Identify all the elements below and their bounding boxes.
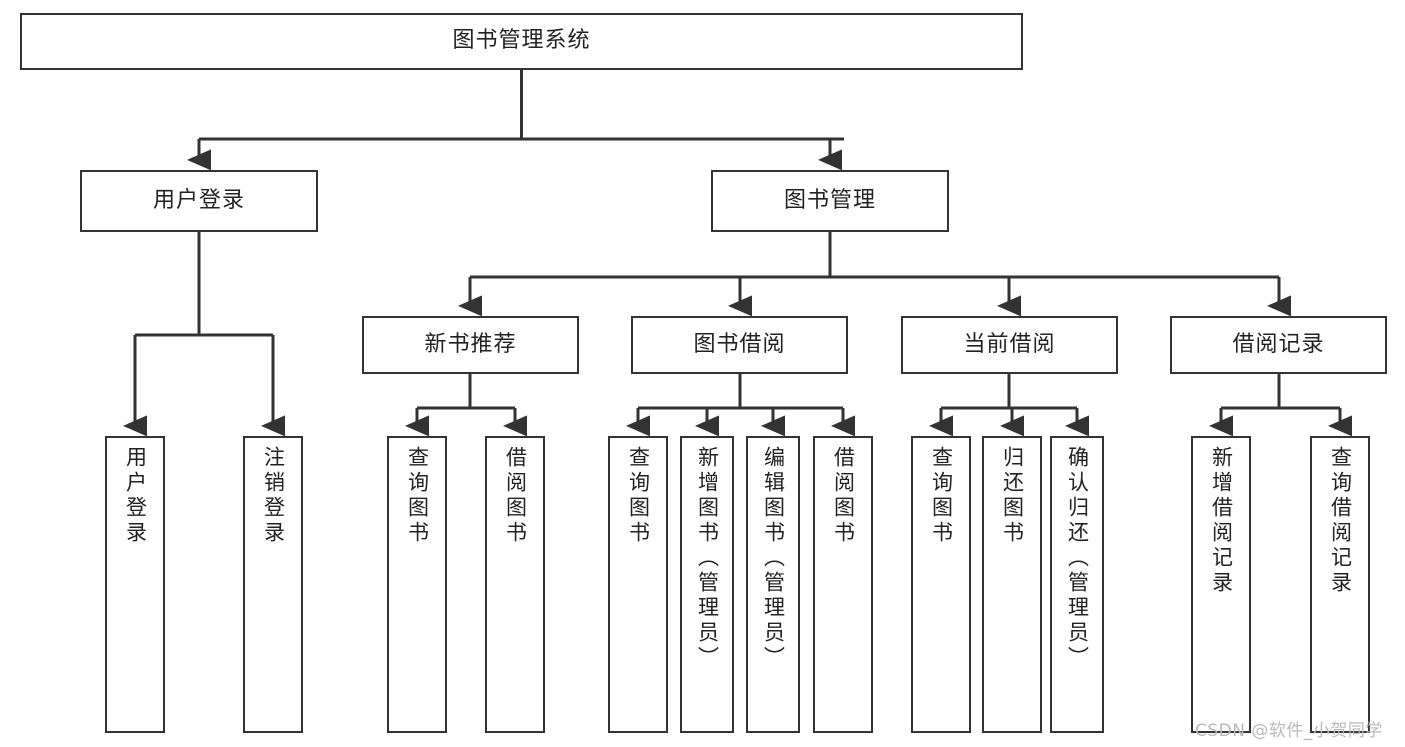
node-leaf-label: 查询图书 xyxy=(929,446,954,546)
node-root-label: 图书管理系统 xyxy=(452,28,591,54)
node-current-borrow[interactable]: 当前借阅 xyxy=(901,316,1118,374)
node-leaf-label: 新增借阅记录 xyxy=(1209,446,1234,596)
node-book-borrow-label: 图书借阅 xyxy=(693,331,786,357)
node-leaf[interactable]: 用户登录 xyxy=(105,436,165,733)
node-new-book-recommend[interactable]: 新书推荐 xyxy=(362,316,579,374)
node-leaf-label: 新增图书（管理员） xyxy=(695,446,720,671)
node-leaf-label: 查询借阅记录 xyxy=(1328,446,1353,596)
node-leaf-label: 用户登录 xyxy=(123,446,148,546)
node-leaf[interactable]: 借阅图书 xyxy=(813,436,873,733)
node-leaf[interactable]: 注销登录 xyxy=(243,436,303,733)
node-book-management[interactable]: 图书管理 xyxy=(711,170,949,232)
node-borrow-record[interactable]: 借阅记录 xyxy=(1170,316,1387,374)
node-leaf-label: 注销登录 xyxy=(261,446,286,546)
node-book-borrow[interactable]: 图书借阅 xyxy=(631,316,848,374)
node-leaf[interactable]: 查询图书 xyxy=(608,436,668,733)
node-leaf[interactable]: 借阅图书 xyxy=(485,436,545,733)
node-leaf[interactable]: 确认归还（管理员） xyxy=(1050,436,1104,733)
node-user-login-label: 用户登录 xyxy=(152,187,245,213)
node-new-book-recommend-label: 新书推荐 xyxy=(424,331,517,357)
node-leaf[interactable]: 编辑图书（管理员） xyxy=(746,436,800,733)
node-leaf-label: 借阅图书 xyxy=(831,446,856,546)
node-leaf-label: 查询图书 xyxy=(405,446,430,546)
node-leaf-label: 归还图书 xyxy=(1000,446,1025,546)
node-leaf[interactable]: 查询图书 xyxy=(911,436,971,733)
node-leaf[interactable]: 归还图书 xyxy=(982,436,1042,733)
node-borrow-record-label: 借阅记录 xyxy=(1232,331,1325,357)
node-current-borrow-label: 当前借阅 xyxy=(963,331,1056,357)
node-leaf[interactable]: 新增借阅记录 xyxy=(1191,436,1251,733)
node-leaf-label: 借阅图书 xyxy=(503,446,528,546)
node-root[interactable]: 图书管理系统 xyxy=(20,13,1023,70)
node-leaf[interactable]: 查询借阅记录 xyxy=(1310,436,1370,733)
node-leaf-label: 编辑图书（管理员） xyxy=(761,446,786,671)
csdn-watermark: CSDN @软件_小贺同学 xyxy=(1195,721,1383,741)
node-book-management-label: 图书管理 xyxy=(783,187,876,213)
node-user-login[interactable]: 用户登录 xyxy=(80,170,318,232)
node-leaf-label: 确认归还（管理员） xyxy=(1065,446,1090,671)
node-leaf-label: 查询图书 xyxy=(626,446,651,546)
node-leaf[interactable]: 查询图书 xyxy=(387,436,447,733)
node-leaf[interactable]: 新增图书（管理员） xyxy=(680,436,734,733)
